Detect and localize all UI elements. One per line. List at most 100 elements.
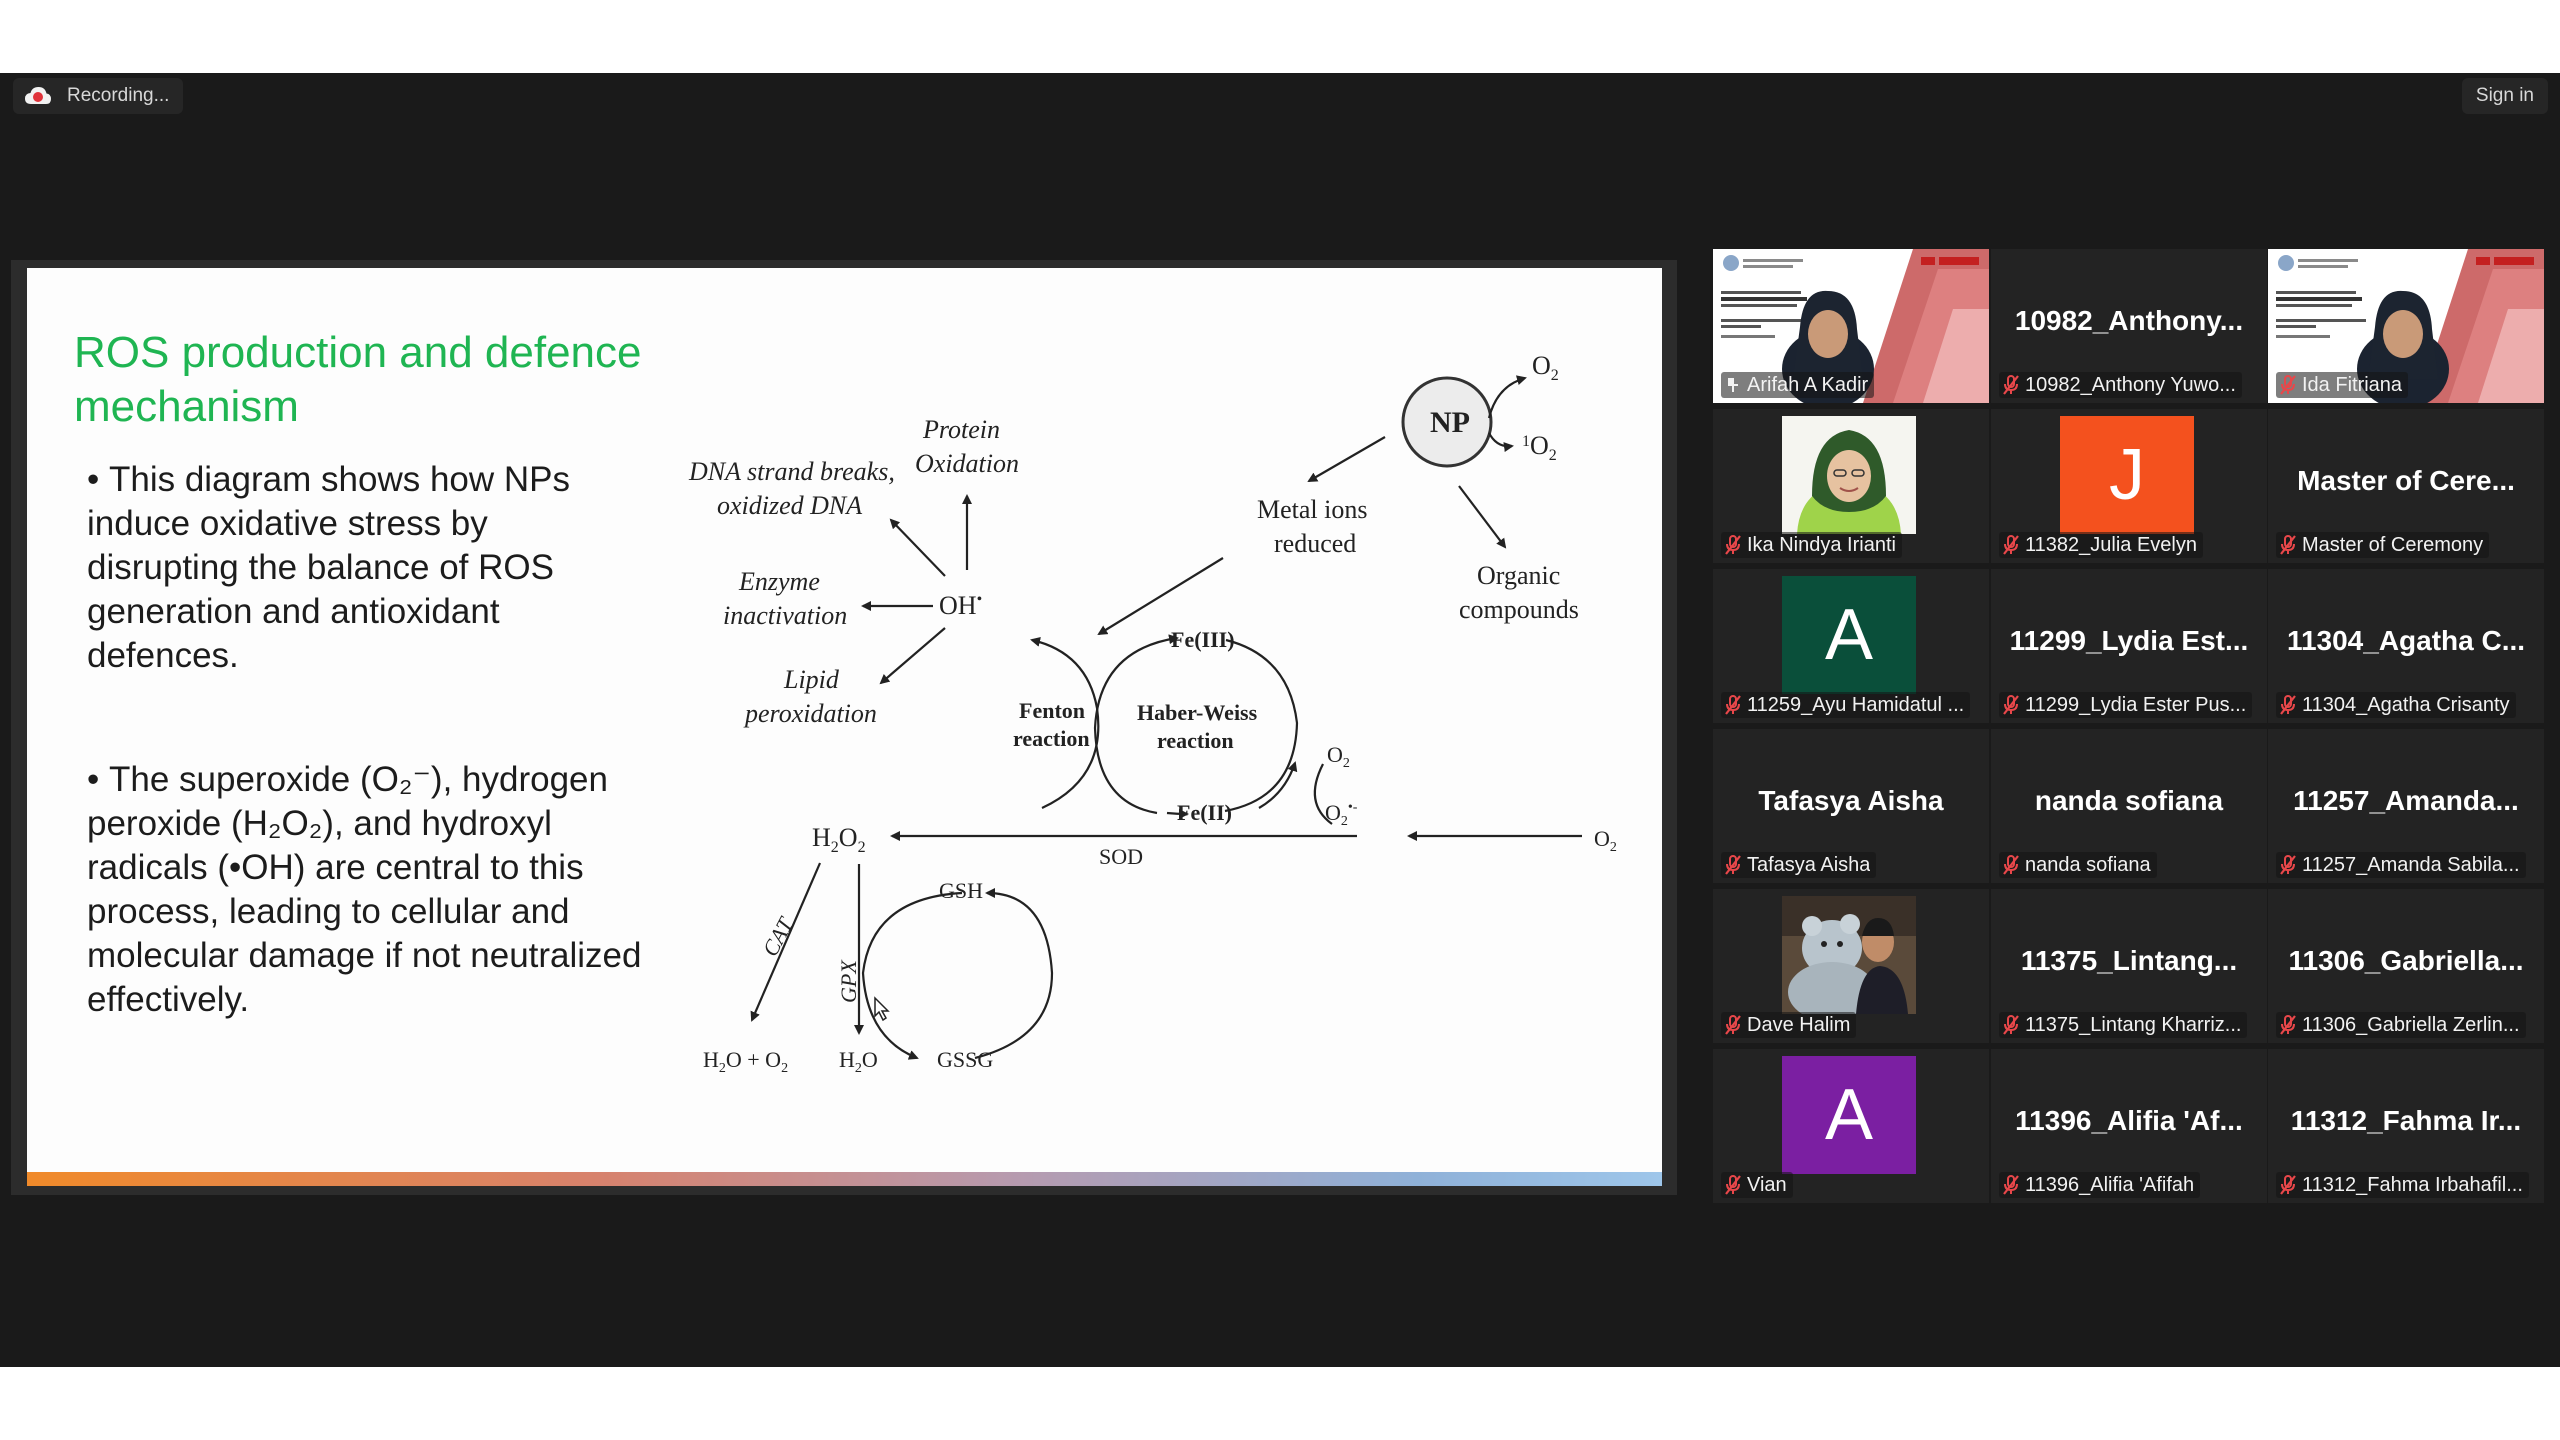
participant-name: 11259_Ayu Hamidatul ... xyxy=(1747,693,1965,716)
slide-footer-gradient xyxy=(27,1172,1662,1186)
diagram-dna2: oxidized DNA xyxy=(717,491,862,520)
cloud-recording-icon xyxy=(25,87,51,104)
participant-name: 11375_Lintang Kharriz... xyxy=(2025,1013,2242,1036)
participant-tile[interactable]: Master of Cere... Master of Ceremony xyxy=(2268,409,2544,563)
muted-mic-icon xyxy=(2280,1015,2296,1035)
participant-name-label: 11396_Alifia 'Afifah xyxy=(1999,1172,2201,1198)
arrow-o2minus-mid xyxy=(1313,763,1333,825)
participant-name-label: Tafasya Aisha xyxy=(1721,852,1877,878)
bullet-2-text: The superoxide (O₂⁻), hydrogen peroxide … xyxy=(87,760,642,1019)
bullet-text: • The superoxide (O₂⁻), hydrogen peroxid… xyxy=(87,758,677,1022)
participant-name: 10982_Anthony Yuwo... xyxy=(2025,373,2236,396)
participant-tile[interactable]: 11257_Amanda... 11257_Amanda Sabila... xyxy=(2268,729,2544,883)
participant-display-name: 11257_Amanda... xyxy=(2293,785,2519,816)
diagram-haber2: reaction xyxy=(1157,728,1234,753)
slide-bullet-1: • This diagram shows how NPs induce oxid… xyxy=(87,458,647,678)
muted-mic-icon xyxy=(2003,695,2019,715)
recording-indicator[interactable]: Recording... xyxy=(13,78,184,114)
muted-mic-icon xyxy=(1725,1015,1741,1035)
participant-name: Vian xyxy=(1747,1173,1787,1196)
participant-tile[interactable]: 11299_Lydia Est...11299_Lydia Ester Pus.… xyxy=(1991,569,2267,723)
diagram-compounds: compounds xyxy=(1459,595,1579,624)
fenton-arc xyxy=(1030,636,1100,809)
participant-name: nanda sofiana xyxy=(2025,853,2151,876)
muted-mic-icon xyxy=(2003,1175,2019,1195)
participant-name-label: 11312_Fahma Irbahafil... xyxy=(2276,1172,2529,1198)
arrow-np-organic xyxy=(1458,485,1507,549)
diagram-protein: Protein xyxy=(922,415,1000,444)
haber-arc-bottom xyxy=(1166,808,1189,819)
participant-tile[interactable]: 10982_Anthony...10982_Anthony Yuwo... xyxy=(1991,249,2267,403)
participant-display-name: 11304_Agatha C... xyxy=(2286,625,2526,656)
participant-tile[interactable]: 11306_Gabriella... 11306_Gabriella Zerlin… xyxy=(2268,889,2544,1043)
diagram-organic: Organic xyxy=(1477,561,1560,590)
participant-name: Arifah A Kadir xyxy=(1747,373,1869,396)
diagram-fe2: Fe(II) xyxy=(1177,800,1232,825)
diagram-oxidation: Oxidation xyxy=(915,449,1019,478)
bullet-text: • This diagram shows how NPs induce oxid… xyxy=(87,458,647,678)
diagram-gssg: GSSG xyxy=(937,1047,993,1072)
muted-mic-icon xyxy=(1725,695,1741,715)
participant-name-label: Arifah A Kadir xyxy=(1721,372,1875,398)
participant-display-name: Master of Cere... xyxy=(2297,465,2515,496)
participant-name-label: 10982_Anthony Yuwo... xyxy=(1999,372,2242,398)
participant-name: 11304_Agatha Crisanty xyxy=(2302,693,2510,716)
participant-tile[interactable]: Dave Halim xyxy=(1713,889,1989,1043)
gsh-arc xyxy=(974,888,1054,1060)
participant-name: 11396_Alifia 'Afifah xyxy=(2025,1173,2195,1196)
participant-tile[interactable]: 11304_Agatha C... 11304_Agatha Crisanty xyxy=(2268,569,2544,723)
diagram-lipid1: Lipid xyxy=(783,665,840,694)
arrow-metal-cycle xyxy=(1097,557,1224,636)
arrow-oh-dna xyxy=(889,518,946,577)
gssg-arc xyxy=(861,891,963,1060)
diagram-enzyme1: Enzyme xyxy=(738,567,820,596)
screen-share-area: ROS production and defence mechanism • T… xyxy=(11,260,1677,1195)
diagram-cat: CAT xyxy=(757,912,798,960)
diagram-o2-right: O2 xyxy=(1594,826,1617,855)
diagram-metal-ions: Metal ions xyxy=(1257,495,1368,524)
participant-name-label: Vian xyxy=(1721,1172,1793,1198)
diagram-o2-top: O2 xyxy=(1532,351,1559,384)
participant-name-label: Master of Ceremony xyxy=(2276,532,2490,558)
participant-name-label: 11306_Gabriella Zerlin... xyxy=(2276,1012,2526,1038)
participant-display-name: 11306_Gabriella... xyxy=(2288,945,2524,976)
participant-tile[interactable]: Ika Nindya Irianti xyxy=(1713,409,1989,563)
arrow-o2-mid xyxy=(1258,761,1298,809)
muted-mic-icon xyxy=(1725,1175,1741,1195)
slide-bullet-2: • The superoxide (O₂⁻), hydrogen peroxid… xyxy=(87,758,677,1022)
participant-name: Master of Ceremony xyxy=(2302,533,2484,556)
participant-tile[interactable]: 11375_Lintang... 11375_Lintang Kharriz... xyxy=(1991,889,2267,1043)
participant-photo xyxy=(1782,896,1916,1014)
participant-name: Ida Fitriana xyxy=(2302,373,2403,396)
participant-tile[interactable]: Ida Fitriana xyxy=(2268,249,2544,403)
participant-name-label: 11304_Agatha Crisanty xyxy=(2276,692,2516,718)
haber-arc-right xyxy=(1224,638,1299,813)
muted-mic-icon xyxy=(2003,375,2019,395)
arrow-oh-lipid xyxy=(879,627,946,685)
muted-mic-icon xyxy=(2003,855,2019,875)
sign-in-button[interactable]: Sign in xyxy=(2461,78,2548,114)
diagram-enzyme2: inactivation xyxy=(723,601,847,630)
diagram-lipid2: peroxidation xyxy=(743,699,877,728)
participant-photo xyxy=(1782,416,1916,534)
participant-display-name: 11375_Lintang... xyxy=(2020,945,2238,976)
participant-name: 11382_Julia Evelyn xyxy=(2025,533,2197,556)
arrow-np-metal xyxy=(1307,436,1386,483)
participant-tile[interactable]: 11312_Fahma Ir...11312_Fahma Irbahafil..… xyxy=(2268,1049,2544,1203)
diagram-singlet-o2: 1O2 xyxy=(1522,431,1557,464)
participant-avatar: A xyxy=(1782,576,1916,694)
participant-tile[interactable]: 11396_Alifia 'Af...11396_Alifia 'Afifah xyxy=(1991,1049,2267,1203)
bullet-marker: • xyxy=(87,760,100,799)
participant-name: Dave Halim xyxy=(1747,1013,1851,1036)
diagram-haber1: Haber-Weiss xyxy=(1137,700,1258,725)
participant-tile[interactable]: Arifah A Kadir xyxy=(1713,249,1989,403)
participant-name-label: 11257_Amanda Sabila... xyxy=(2276,852,2526,878)
diagram-fe3: Fe(III) xyxy=(1171,627,1235,652)
participant-name-label: Ida Fitriana xyxy=(2276,372,2409,398)
participant-display-name: 11299_Lydia Est... xyxy=(2009,625,2249,656)
